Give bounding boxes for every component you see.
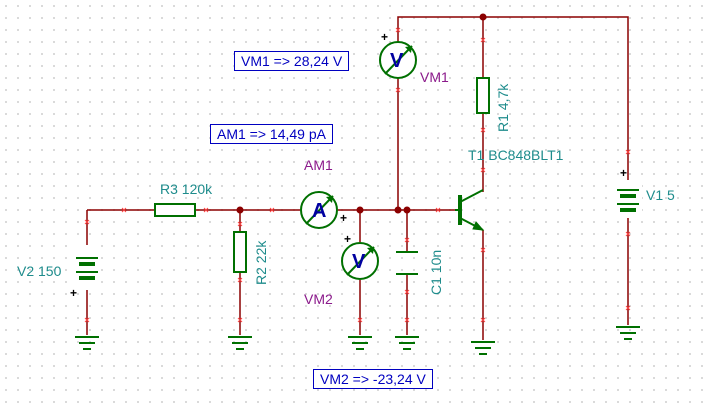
v2-plus-mark: + xyxy=(70,286,77,300)
ground-symbol xyxy=(395,336,419,350)
resistor-r2[interactable]: R2 22k xyxy=(233,231,269,285)
ground-symbol xyxy=(471,341,495,355)
r2-label: R2 22k xyxy=(253,240,269,285)
ground-symbol xyxy=(75,336,99,350)
v1-label: V1 5 xyxy=(646,187,675,203)
ground-symbol xyxy=(616,326,640,340)
pin-markers xyxy=(84,27,631,323)
wires xyxy=(86,16,629,340)
am1-label: AM1 xyxy=(304,157,333,173)
vm1-symbol: V xyxy=(390,50,404,72)
vm1-readout[interactable]: VM1 => 28,24 V xyxy=(234,51,350,71)
junction-dot xyxy=(394,206,402,214)
voltage-source-v2[interactable]: + V2 150 xyxy=(17,245,101,300)
voltage-source-v1[interactable]: + V1 5 xyxy=(614,166,675,218)
vm2-plus-mark: + xyxy=(344,232,351,246)
junction-dot xyxy=(403,206,411,214)
ground-symbol xyxy=(348,336,372,350)
vm1-label: VM1 xyxy=(420,69,449,85)
junction-dot xyxy=(479,13,487,21)
vm2-symbol: V xyxy=(352,251,366,273)
transistor-t1[interactable]: T1 BC848BLT1 xyxy=(455,147,564,231)
v1-plus-mark: + xyxy=(620,166,627,180)
capacitor-c1[interactable]: C1 10n xyxy=(396,250,444,295)
voltmeter-vm1[interactable]: V + VM1 xyxy=(379,30,449,85)
junction-dot xyxy=(356,206,364,214)
c1-label: C1 10n xyxy=(428,250,444,295)
junctions xyxy=(236,13,487,214)
voltmeter-vm2[interactable]: V + VM2 xyxy=(304,232,379,307)
r3-label: R3 120k xyxy=(160,181,213,197)
vm2-readout[interactable]: VM2 => -23,24 V xyxy=(313,369,433,389)
resistor-r3[interactable]: R3 120k xyxy=(154,181,213,217)
r1-label: R1 4,7k xyxy=(495,83,511,132)
am1-plus-mark: + xyxy=(340,211,347,225)
am1-readout[interactable]: AM1 => 14,49 pA xyxy=(210,124,333,144)
ground-symbol xyxy=(228,336,252,350)
v2-label: V2 150 xyxy=(17,263,62,279)
vm1-plus-mark: + xyxy=(381,30,388,44)
ammeter-am1[interactable]: A + AM1 xyxy=(300,157,347,229)
t1-label: T1 BC848BLT1 xyxy=(468,147,564,163)
resistor-r1[interactable]: R1 4,7k xyxy=(476,77,511,132)
am1-symbol: A xyxy=(312,200,326,222)
vm2-label: VM2 xyxy=(304,291,333,307)
junction-dot xyxy=(236,206,244,214)
